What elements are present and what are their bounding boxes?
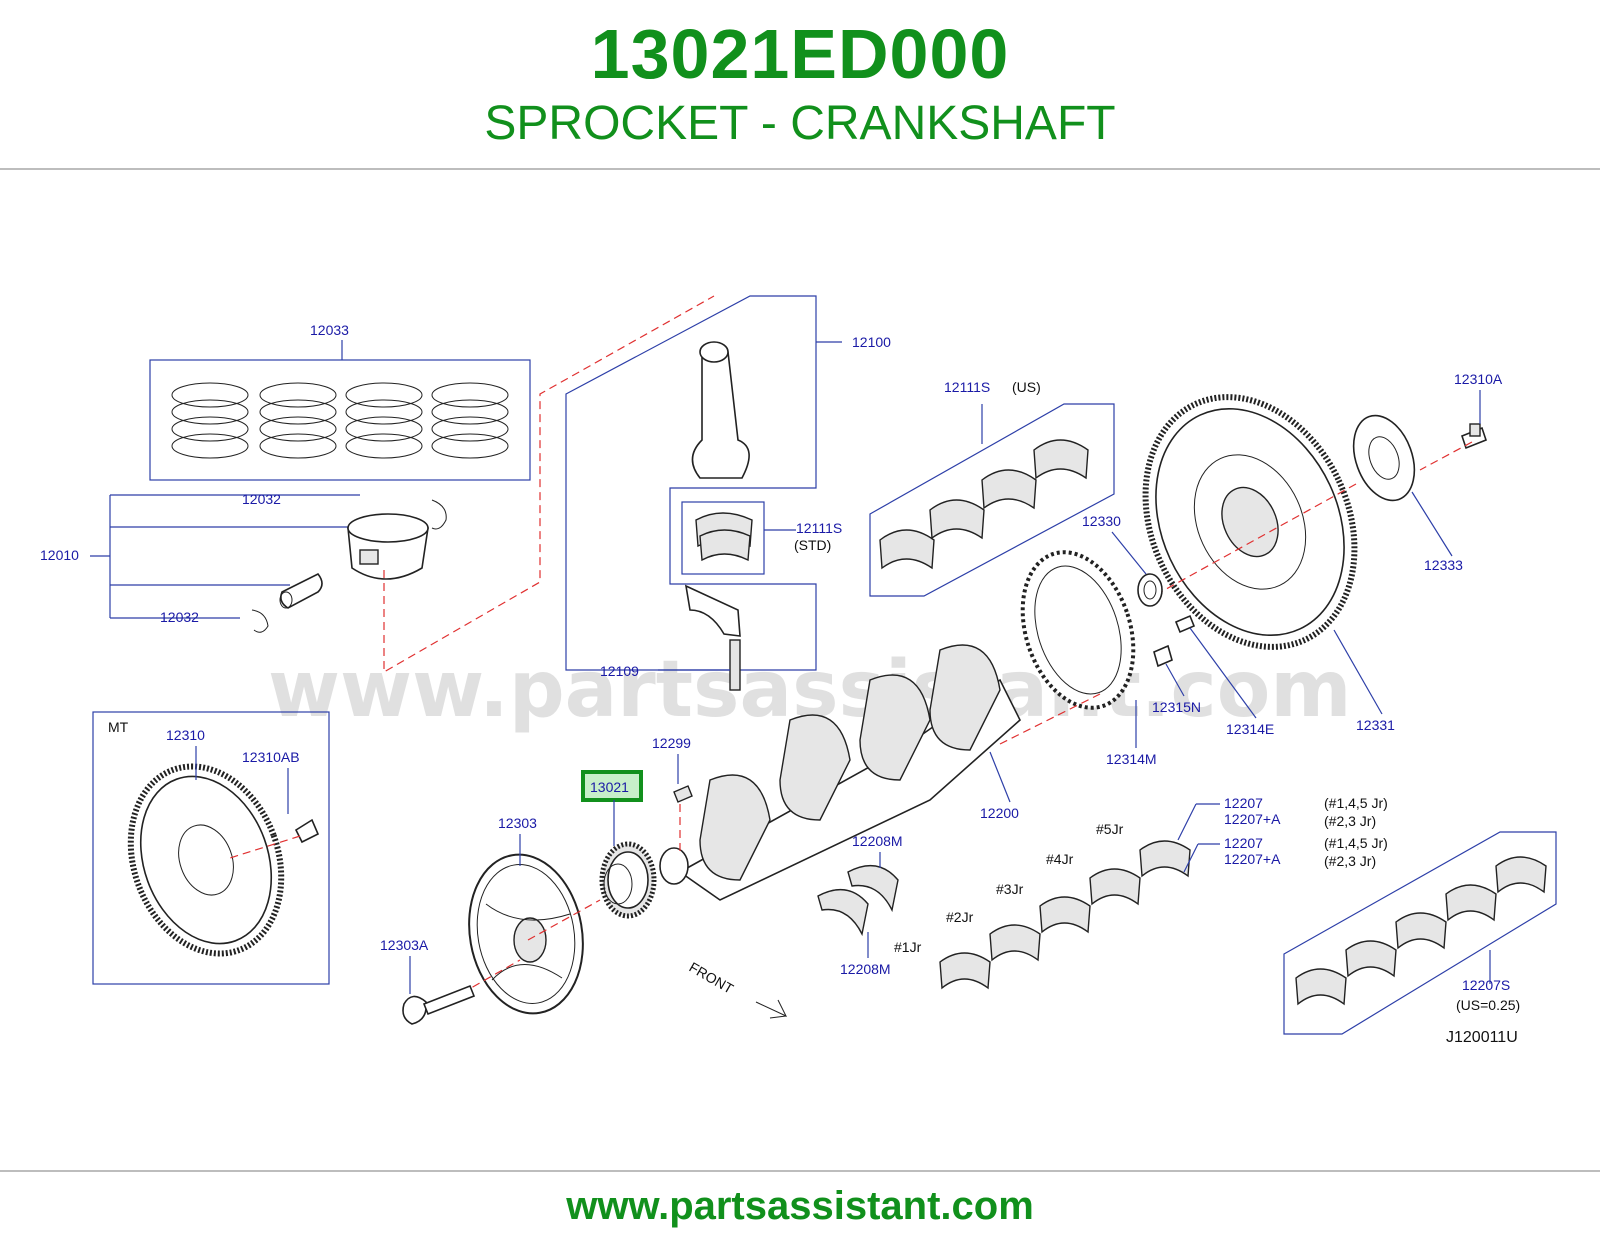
con-rod-bearing-set-us[interactable] [869,403,1115,597]
crankshaft-pulley[interactable] [457,845,595,1022]
front-indicator-label: FRONT [687,959,737,997]
callout-12207-upper[interactable]: 12207 [1224,795,1263,811]
drive-plate-shim[interactable] [1343,407,1426,509]
callout-12310ab[interactable]: 12310AB [242,749,300,765]
signal-plate[interactable] [1004,538,1152,722]
note-us-025: (US=0.25) [1456,997,1520,1013]
callout-12299[interactable]: 12299 [652,735,691,751]
callout-12314e[interactable]: 12314E [1226,721,1274,737]
callout-12032-bottom[interactable]: 12032 [160,609,199,625]
callout-12333[interactable]: 12333 [1424,557,1463,573]
note-mt: MT [108,719,129,735]
journal-2-label: #2Jr [946,909,974,925]
callout-12100[interactable]: 12100 [852,334,891,350]
callout-12303a[interactable]: 12303A [380,937,429,953]
oil-seal[interactable] [1137,573,1163,607]
main-bearing-set[interactable] [939,840,1191,990]
callout-12314m[interactable]: 12314M [1106,751,1157,767]
journal-1-label: #1Jr [894,939,922,955]
journal-3-label: #3Jr [996,881,1024,897]
callout-12111s-us[interactable]: 12111S [944,379,990,395]
signal-plate-bolt[interactable] [1153,644,1173,668]
thrust-washers[interactable] [817,864,899,937]
note-journals-145-lower: (#1,4,5 Jr) [1324,835,1388,851]
note-journals-23-lower: (#2,3 Jr) [1324,853,1376,869]
note-journals-145-upper: (#1,4,5 Jr) [1324,795,1388,811]
part-name-subtitle: SPROCKET - CRANKSHAFT [484,97,1116,150]
page-header: 13021ED000 SPROCKET - CRANKSHAFT [0,0,1600,168]
pulley-bolt[interactable] [402,984,476,1025]
part-number-title: 13021ED000 [590,15,1010,93]
callout-12208m-top[interactable]: 12208M [852,833,903,849]
callout-12109[interactable]: 12109 [600,663,639,679]
callout-12315n[interactable]: 12315N [1152,699,1201,715]
crankshaft[interactable] [659,644,1021,901]
callout-12310a[interactable]: 12310A [1454,371,1503,387]
note-journals-23-upper: (#2,3 Jr) [1324,813,1376,829]
diagram-code: J120011U [1446,1029,1518,1046]
header-divider [0,168,1600,170]
callout-12331[interactable]: 12331 [1356,717,1395,733]
footer-website-link[interactable]: www.partsassistant.com [566,1184,1034,1228]
callout-12330[interactable]: 12330 [1082,513,1121,529]
piston-assembly[interactable] [90,494,447,633]
front-arrow-icon [755,999,788,1019]
highlight-box-13021 [581,770,643,802]
journal-5-label: #5Jr [1096,821,1124,837]
callout-12207a-lower[interactable]: 12207+A [1224,851,1281,867]
callout-12033[interactable]: 12033 [310,322,349,338]
callout-12207s[interactable]: 12207S [1462,977,1510,993]
drive-plate[interactable] [1106,363,1394,681]
callout-12200[interactable]: 12200 [980,805,1019,821]
journal-4-label: #4Jr [1046,851,1074,867]
callout-13021[interactable]: 13021 [590,779,629,795]
note-std: (STD) [794,537,831,553]
callout-12111s-std[interactable]: 12111S [796,520,842,536]
note-us: (US) [1012,379,1041,395]
callout-12207a-upper[interactable]: 12207+A [1224,811,1281,827]
drive-plate-bolt[interactable] [1461,423,1487,450]
connecting-rod-assembly[interactable] [565,295,842,691]
piston-ring-set[interactable] [149,340,531,481]
dowel-pin[interactable] [1174,614,1196,634]
callout-12032-top[interactable]: 12032 [242,491,281,507]
woodruff-key[interactable] [673,785,693,803]
footer-divider [0,1170,1600,1172]
crankshaft-sprocket[interactable] [599,841,657,919]
callout-12010[interactable]: 12010 [40,547,79,563]
callout-12310[interactable]: 12310 [166,727,205,743]
callout-12207-lower[interactable]: 12207 [1224,835,1263,851]
callout-12303[interactable]: 12303 [498,815,537,831]
main-bearing-set-undersize[interactable] [1283,831,1557,1035]
mt-flywheel-group[interactable] [92,711,330,985]
callout-12208m-bottom[interactable]: 12208M [840,961,891,977]
